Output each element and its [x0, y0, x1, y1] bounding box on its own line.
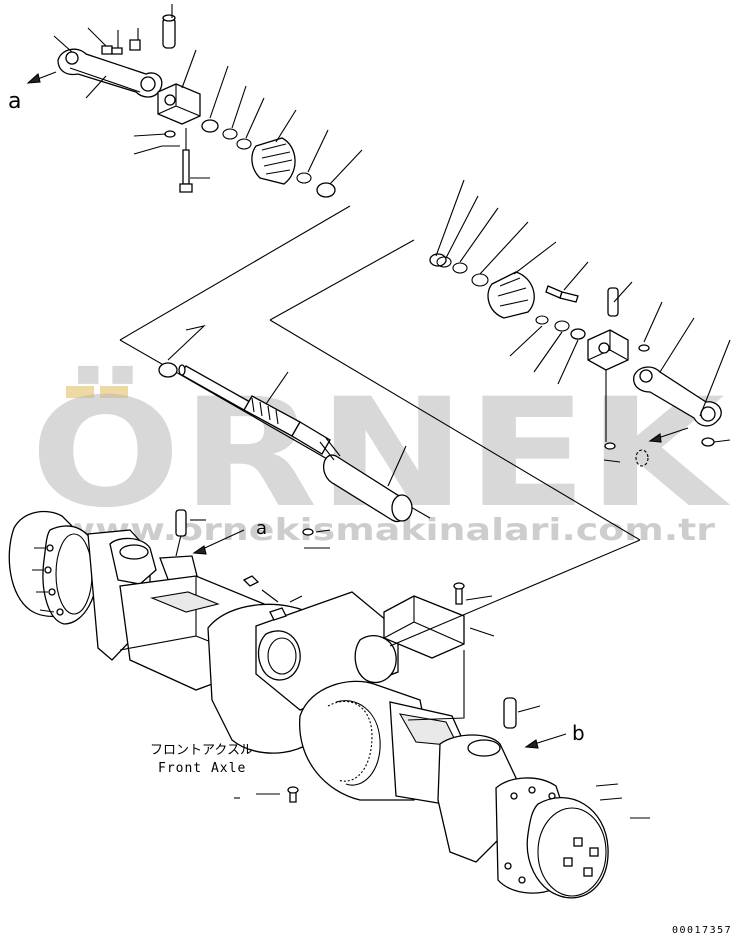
grease-fitting [101, 39, 141, 55]
upper-seal-stack [201, 119, 336, 198]
axle-housing [8, 509, 609, 899]
upper-pin [162, 14, 176, 49]
shaft-assembly [119, 205, 431, 523]
leaders-axle [190, 519, 650, 819]
right-gear-block [487, 271, 535, 319]
view-arrow-a-lower [192, 529, 245, 555]
upper-pin-block [157, 83, 201, 125]
view-arrow-b [524, 733, 567, 749]
upper-link-arm [57, 48, 163, 98]
view-arrow-a [26, 71, 57, 84]
view-label-a: a [8, 89, 21, 114]
view-arrow-b-top [648, 427, 689, 443]
caption-en: Front Axle [158, 761, 246, 776]
view-label-a-lower: a [256, 518, 267, 539]
shaft-o-ring [158, 362, 178, 378]
watermark-url: www.ornekismakinalari.com.tr [60, 513, 715, 548]
watermark-accent-left [66, 386, 94, 398]
right-pin [607, 287, 619, 317]
upper-washer [164, 130, 176, 138]
leaders-top-right [435, 179, 731, 443]
watermark-accent-right [100, 386, 128, 398]
view-label-b: b [572, 721, 585, 745]
leaders-top-left [53, 4, 363, 185]
caption-jp: フロントアクスル [150, 743, 253, 758]
watermark: ÖRNEK www.ornekismakinalari.com.tr [30, 365, 731, 548]
differential-cover [255, 591, 399, 711]
upper-bolt [179, 128, 193, 193]
right-link-arm [633, 366, 722, 427]
drawing-number: 00017357 [672, 925, 732, 936]
right-knuckle-pin [503, 697, 517, 729]
right-link-group [269, 239, 722, 541]
